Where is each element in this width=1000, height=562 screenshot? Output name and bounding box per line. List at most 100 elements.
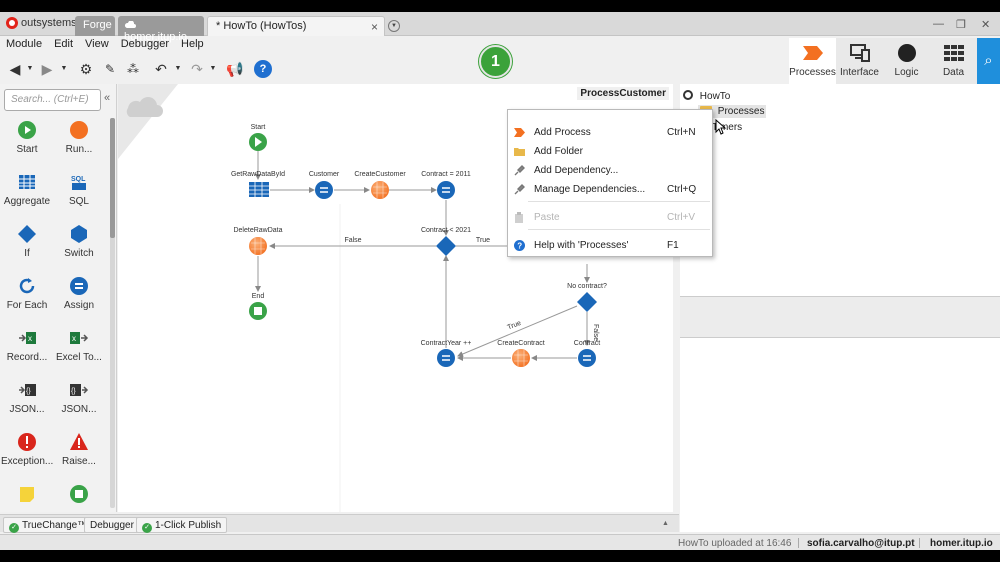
publish-announce-icon[interactable]: 📢 [226,61,244,77]
tab-howto[interactable]: * HowTo (HowTos) × [207,16,385,36]
tree-item-timers[interactable]: Timers [712,122,742,133]
svg-text:{}: {} [71,388,76,395]
menu-item-paste[interactable]: Paste Ctrl+V [508,209,712,227]
tool-switch[interactable]: Switch [53,224,105,276]
node-contract-lt-2021[interactable]: Contract < 2021 [421,227,471,256]
minimize-icon[interactable]: — [933,18,944,30]
tool-record-to-excel[interactable]: x Record... [1,328,53,380]
menu-module[interactable]: Module [6,38,43,50]
plug-icon [514,165,525,176]
toolbox-search-input[interactable]: Search... (Ctrl+E) [4,89,101,111]
collapse-toolbox-icon[interactable]: « [104,92,111,104]
node-no-contract[interactable]: No contract? [567,283,607,312]
tool-comment[interactable] [1,484,53,512]
restore-icon[interactable]: ❐ [956,19,966,31]
tool-exception-handler[interactable]: Exception... [1,432,53,484]
interface-icon [849,44,870,62]
menu-item-add-process-label: Add Process [534,127,591,138]
node-createcontract[interactable]: CreateContract [497,340,545,367]
menu-item-add-folder[interactable]: Add Folder [508,143,712,161]
if-icon [18,225,36,243]
tool-if[interactable]: If [1,224,53,276]
foreach-icon [19,278,35,294]
module-icon [683,90,693,100]
settings-gear-icon[interactable]: ⚙ [79,61,93,77]
menu-view[interactable]: View [85,38,109,50]
tool-aggregate[interactable]: Aggregate [1,172,53,224]
menu-bar: Module Edit View Debugger Help [0,38,204,54]
menu-item-paste-label: Paste [534,212,560,223]
node-contractyear[interactable]: ContractYear ++ [421,340,472,367]
node-start[interactable]: Start [249,124,267,151]
back-dropdown-icon[interactable]: ▼ [26,65,34,72]
canvas-corner-fold [118,84,178,159]
tool-run[interactable]: Run... [53,120,105,172]
node-deleterawdata[interactable]: DeleteRawData [233,227,283,255]
help-icon[interactable]: ? [254,60,272,78]
svg-text:SQL: SQL [71,176,86,183]
node-customer[interactable]: Customer [309,171,340,199]
close-window-icon[interactable]: ✕ [981,19,991,31]
tab-logic[interactable]: Logic [883,38,930,84]
back-icon[interactable]: ◀ [9,61,21,77]
tab-1-click-publish-label: 1-Click Publish [155,520,222,531]
tab-data[interactable]: Data [930,38,977,84]
tool-foreach[interactable]: For Each [1,276,53,328]
menu-item-add-folder-label: Add Folder [534,146,583,157]
menu-edit[interactable]: Edit [54,38,74,50]
tool-switch-label: Switch [64,248,94,259]
tab-list-dropdown-icon[interactable]: ▼ [388,20,400,32]
node-end-label: End [252,293,265,300]
menu-item-add-process[interactable]: Add Process Ctrl+N [508,124,712,142]
forward-dropdown-icon[interactable]: ▼ [60,65,68,72]
edge-label-true: True [476,237,490,244]
tool-json-serialize[interactable]: {} JSON... [1,380,53,432]
node-contract[interactable]: Contract [574,340,601,367]
redo-dropdown-icon[interactable]: ▼ [209,65,217,72]
menu-item-help-processes[interactable]: ? Help with 'Processes' F1 [508,237,712,255]
redo-icon[interactable]: ↷ [191,61,203,77]
node-createcustomer[interactable]: CreateCustomer [354,171,406,199]
tool-json-deserialize[interactable]: {} JSON... [53,380,105,432]
processes-icon [802,46,823,60]
tool-end[interactable] [53,484,105,512]
dependencies-icon[interactable]: ⁂ [127,62,139,76]
tree-root-howto[interactable]: HowTo [683,90,730,102]
menu-debugger[interactable]: Debugger [120,38,170,50]
node-end[interactable]: End [249,293,267,320]
forward-icon[interactable]: ▶ [41,61,53,77]
tab-forge[interactable]: Forge [75,16,115,36]
menu-item-add-dependency-label: Add Dependency... [534,165,619,176]
tool-raise-exception-label: Raise... [62,456,96,467]
tab-close-icon[interactable]: × [370,20,378,34]
tool-raise-exception[interactable]: Raise... [53,432,105,484]
tab-processes[interactable]: Processes [789,38,836,84]
edge-nocontract-true [457,305,578,357]
menu-item-manage-dependencies[interactable]: Manage Dependencies... Ctrl+Q [508,181,712,199]
tool-sql[interactable]: SQL SQL [53,172,105,224]
tool-assign[interactable]: Assign [53,276,105,328]
plug-icon[interactable]: ✎ [104,62,116,76]
undo-dropdown-icon[interactable]: ▼ [174,65,182,72]
node-deleterawdata-label: DeleteRawData [233,227,282,234]
menu-help[interactable]: Help [181,38,204,50]
node-getrawdatabyid[interactable]: GetRawDataById [231,171,285,197]
tab-1-click-publish[interactable]: ✓1-Click Publish [136,517,228,533]
node-contract-label: Contract [574,340,601,347]
node-contract-2011[interactable]: Contract = 2011 [421,171,471,199]
tool-start[interactable]: Start [1,120,53,172]
tool-excel-to-record[interactable]: x Excel To... [53,328,105,380]
tab-interface[interactable]: Interface [836,38,883,84]
node-start-label: Start [251,124,266,131]
tab-server[interactable]: homer.itup.io [118,16,204,43]
toolbox-scrollbar[interactable] [110,118,115,508]
tab-howto-label: * HowTo (HowTos) [216,20,307,32]
node-contract-lt-2021-label: Contract < 2021 [421,227,471,234]
context-menu: Add Process Ctrl+N Add Folder Add Depend… [507,109,713,257]
tab-debugger[interactable]: Debugger [84,517,140,533]
tab-truechange[interactable]: ✓TrueChange™ [3,517,94,533]
expand-panel-icon[interactable]: ▲ [662,520,669,527]
menu-item-add-dependency[interactable]: Add Dependency... [508,162,712,180]
undo-icon[interactable]: ↶ [155,61,167,77]
search-icon[interactable]: ⌕ [977,38,1000,84]
